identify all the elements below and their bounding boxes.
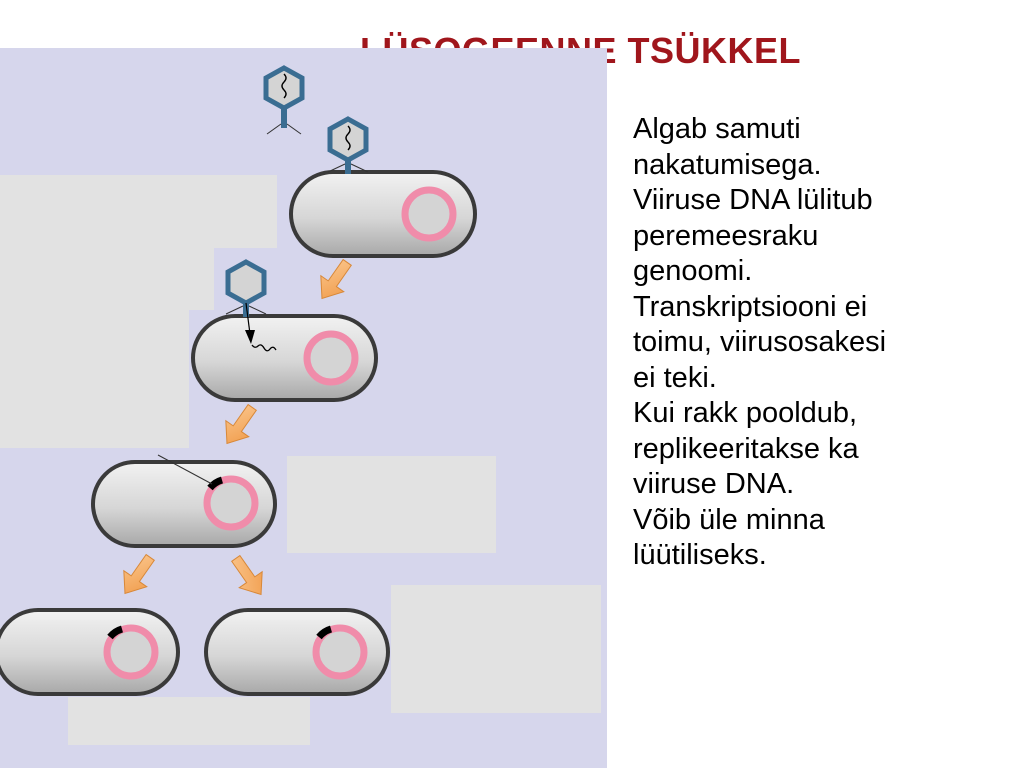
gray-box-6 [68, 697, 310, 745]
bacterial-chromosome-ring [203, 475, 259, 531]
bacterial-cell-5 [204, 608, 390, 696]
gray-box-4 [287, 456, 496, 553]
bacterial-chromosome-ring [312, 624, 368, 680]
description-text: Algab samuti nakatumisega. Viiruse DNA l… [633, 112, 1013, 574]
description-line: Kui rakk pooldub, [633, 397, 858, 429]
bacteriophage-icon [225, 259, 267, 344]
description-line: replikeeritakse ka [633, 432, 859, 465]
gray-box-1 [0, 175, 277, 248]
gray-box-2 [0, 248, 214, 310]
description-line: Algab samuti [633, 113, 801, 145]
gray-box-3 [0, 310, 189, 448]
bacterial-chromosome-ring [401, 186, 457, 242]
description-line: Võib üle minna [633, 503, 825, 536]
bacteriophage-icon [327, 116, 369, 174]
description-line: Viiruse DNA lülitub [633, 184, 873, 216]
description-line: nakatumisega. [633, 148, 822, 181]
viral-dna [251, 344, 277, 352]
description-line: lüütiliseks. [633, 539, 767, 571]
bacterial-cell-4 [0, 608, 180, 696]
prophage [316, 625, 333, 640]
gray-box-5 [391, 585, 601, 713]
bacterial-cell-3 [91, 454, 277, 548]
prophage [207, 476, 224, 491]
bacterial-cell-2 [191, 314, 378, 402]
description-line: toimu, viirusosakesi [633, 326, 887, 358]
bacterial-chromosome-ring [103, 624, 159, 680]
bacterial-cell-1 [289, 170, 477, 258]
description-line: viiruse DNA. [633, 468, 795, 500]
description-line: ei teki. [633, 361, 717, 394]
description-line: genoomi. [633, 255, 753, 287]
description-line: peremeesraku [633, 219, 819, 252]
prophage [107, 625, 124, 640]
bacteriophage-icon [263, 65, 305, 135]
description-line: Transkriptsiooni ei [633, 290, 868, 323]
bacterial-chromosome-ring [303, 330, 359, 386]
